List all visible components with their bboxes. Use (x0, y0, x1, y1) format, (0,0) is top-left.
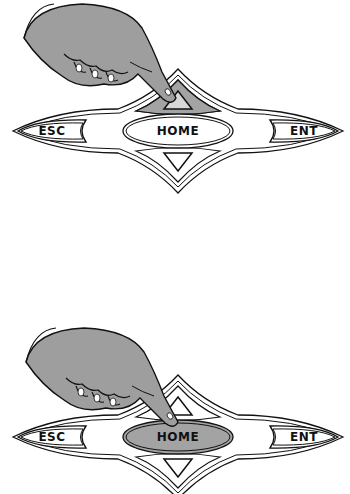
keypad-bottom (13, 375, 343, 494)
pointing-hand (24, 4, 176, 102)
pointing-hand (26, 328, 178, 426)
home-key: HOME (123, 420, 233, 454)
keypad-outline (13, 69, 343, 193)
side-key: ENT (270, 423, 338, 451)
key-label: ENT (270, 423, 338, 451)
side-key: ENT (270, 117, 338, 145)
keypad-top (13, 69, 343, 193)
key-shape (123, 114, 233, 148)
side-key: ESC (18, 117, 86, 145)
up-arrow-symbol (164, 91, 192, 109)
keypad-outline (13, 375, 343, 494)
key-label: HOME (123, 114, 233, 148)
home-key: HOME (123, 114, 233, 148)
key-shape (123, 420, 233, 454)
side-key: ESC (18, 423, 86, 451)
pressed-up-key (136, 80, 220, 115)
key-label: ESC (18, 117, 86, 145)
key-label: HOME (123, 420, 233, 454)
key-label: ESC (18, 423, 86, 451)
key-label: ENT (270, 117, 338, 145)
